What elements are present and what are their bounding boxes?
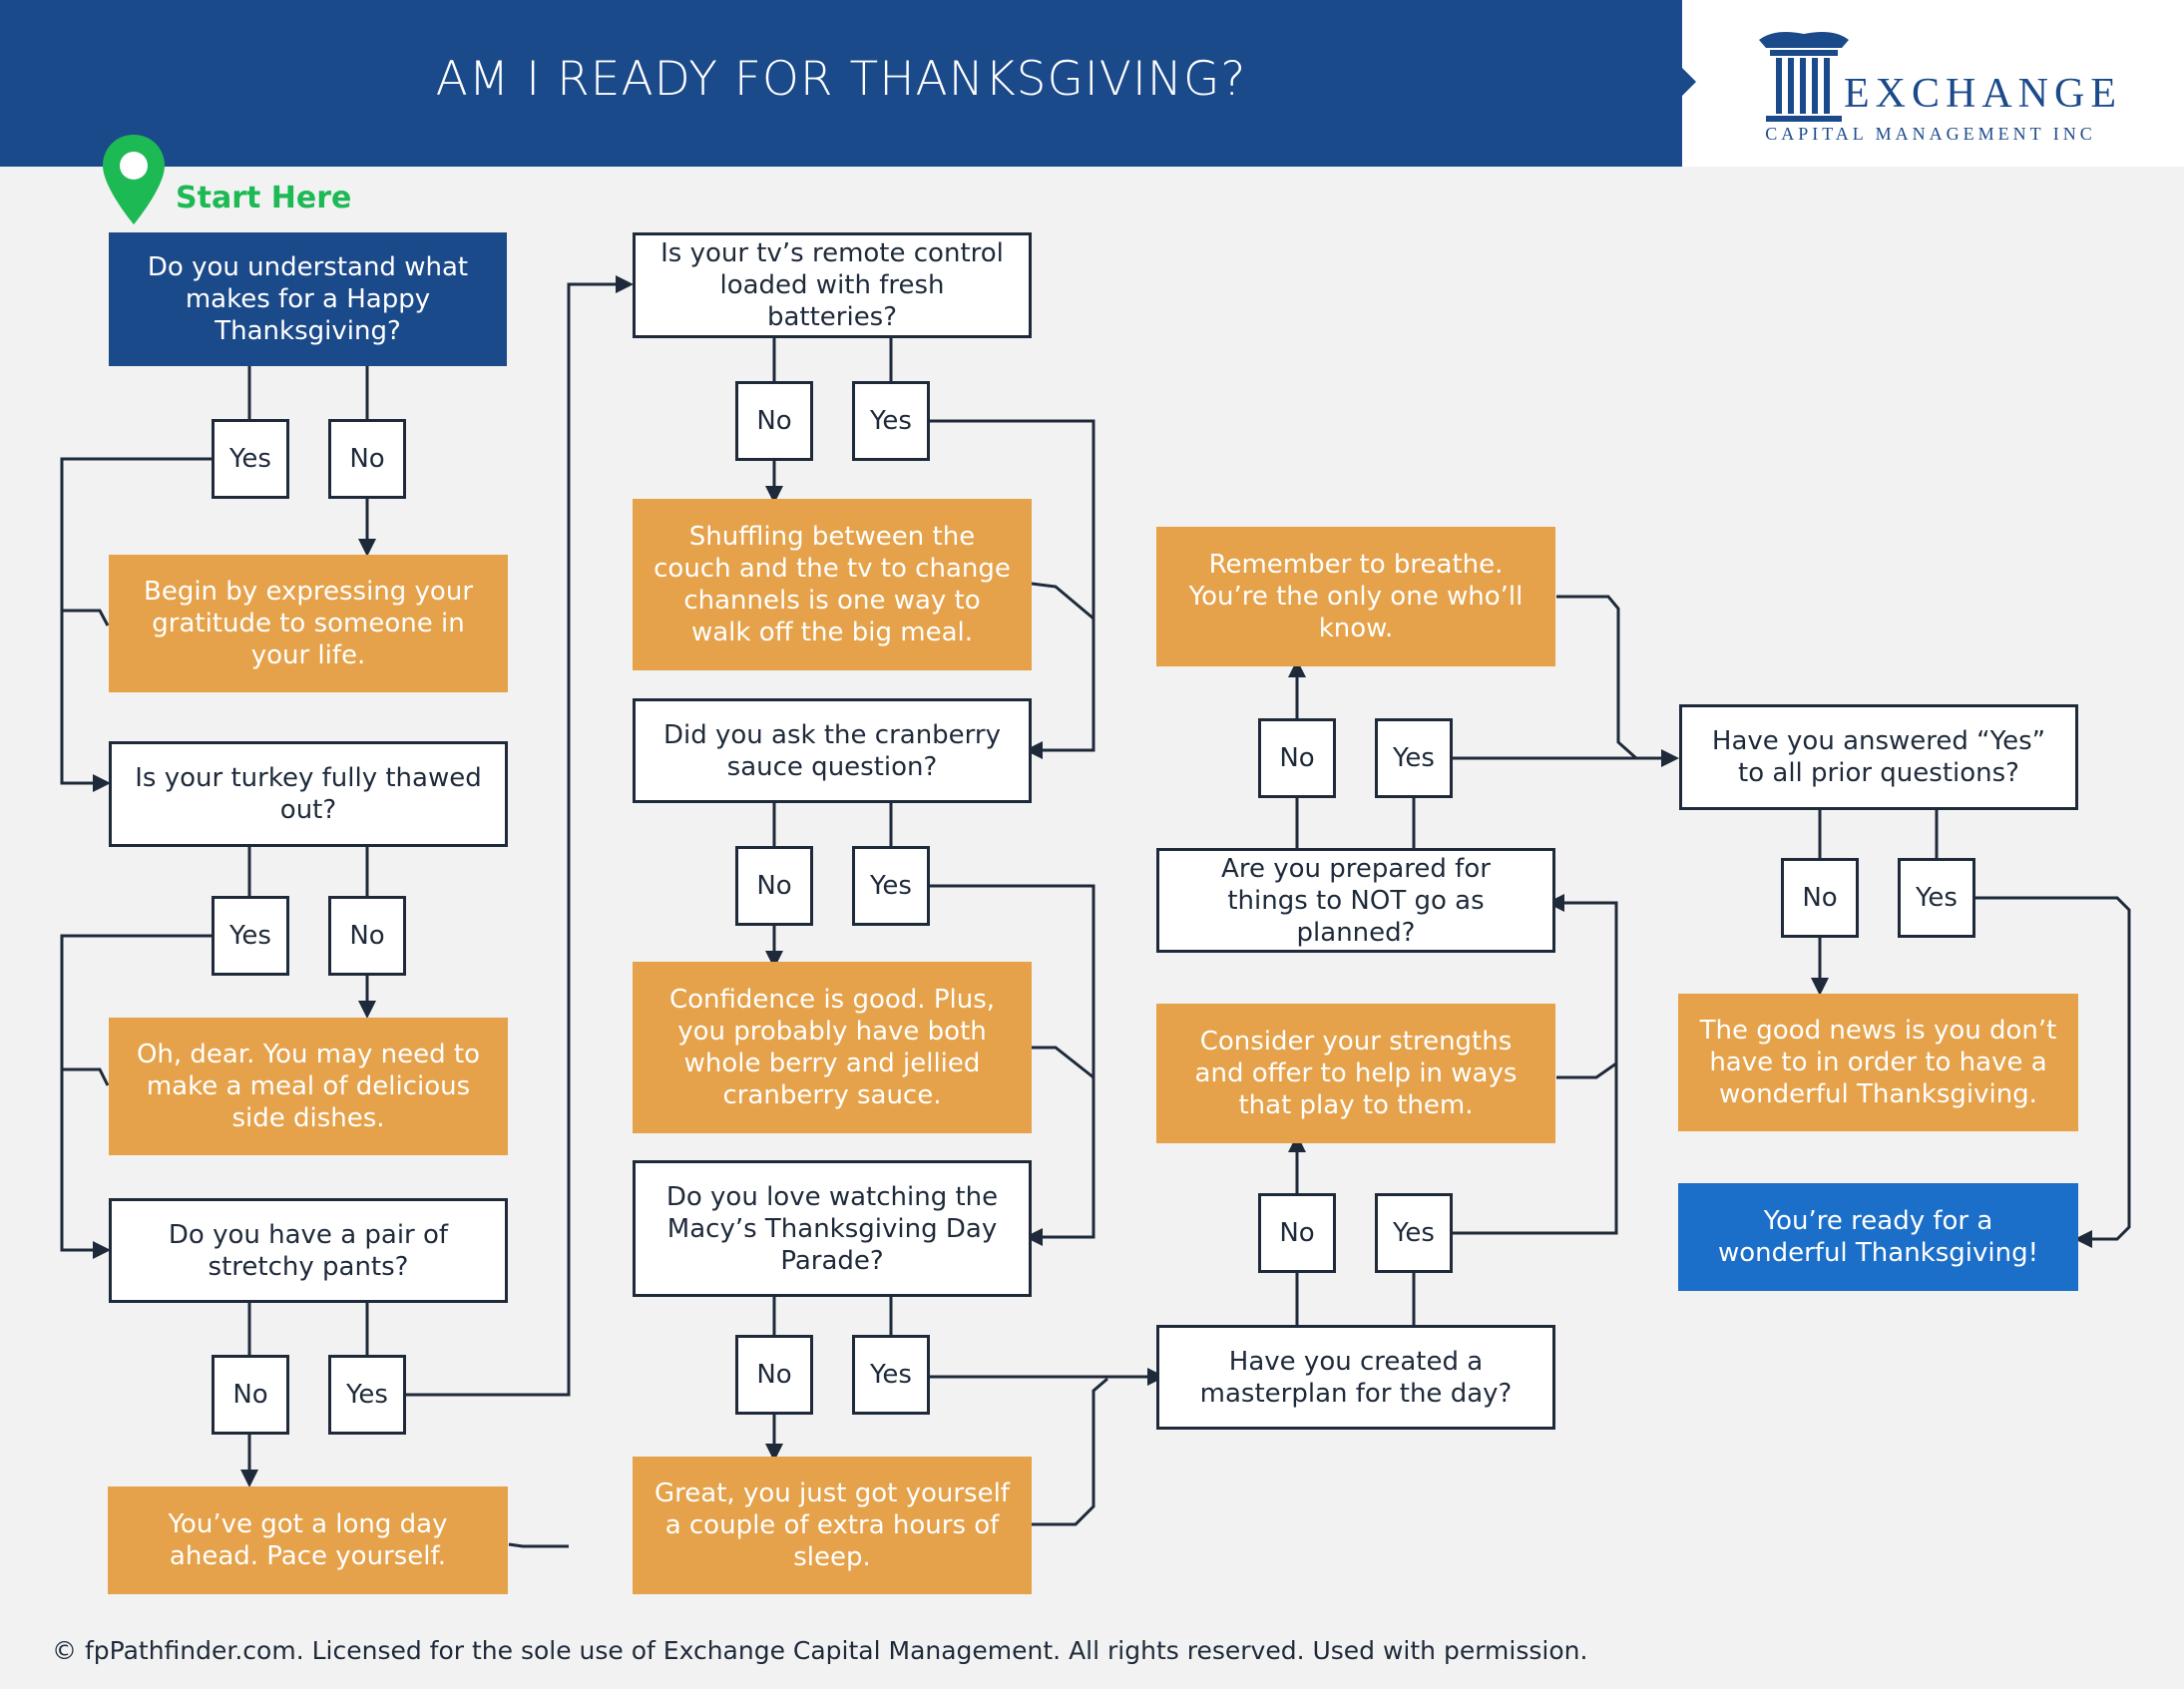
question-prepared-not-planned: Are you prepared for things to NOT go as… bbox=[1156, 848, 1555, 953]
footer-copyright: © fpPathfinder.com. Licensed for the sol… bbox=[52, 1636, 1588, 1665]
column-logo-icon bbox=[1759, 32, 1849, 122]
outcome-side-dishes: Oh, dear. You may need to make a meal of… bbox=[109, 1018, 508, 1155]
question-happy-thanksgiving: Do you understand what makes for a Happy… bbox=[109, 232, 507, 366]
outcome-good-news: The good news is you don’t have to in or… bbox=[1678, 994, 2078, 1131]
answer-no: No bbox=[212, 1355, 289, 1435]
question-macys-parade: Do you love watching the Macy’s Thanksgi… bbox=[633, 1160, 1032, 1297]
logo-name: EXCHANGE bbox=[1844, 71, 2122, 117]
question-stretchy-pants: Do you have a pair of stretchy pants? bbox=[109, 1198, 508, 1303]
outcome-remember-breathe: Remember to breathe. You’re the only one… bbox=[1156, 527, 1555, 666]
answer-yes: Yes bbox=[212, 419, 289, 499]
logo-panel bbox=[1682, 0, 2184, 167]
outcome-extra-sleep: Great, you just got yourself a couple of… bbox=[633, 1457, 1032, 1594]
outcome-walk-off-meal: Shuffling between the couch and the tv t… bbox=[633, 499, 1032, 670]
answer-no: No bbox=[1258, 718, 1336, 798]
answer-yes: Yes bbox=[852, 1335, 930, 1415]
answer-no: No bbox=[735, 846, 813, 926]
location-pin-icon bbox=[103, 135, 165, 224]
question-remote-batteries: Is your tv’s remote control loaded with … bbox=[633, 232, 1032, 338]
answer-no: No bbox=[735, 381, 813, 461]
outcome-long-day: You’ve got a long day ahead. Pace yourse… bbox=[108, 1486, 508, 1594]
answer-no: No bbox=[735, 1335, 813, 1415]
answer-yes: Yes bbox=[1375, 1193, 1453, 1273]
logo-subtitle: CAPITAL MANAGEMENT INC bbox=[1765, 124, 2096, 144]
answer-no: No bbox=[328, 896, 406, 976]
question-answered-yes-all: Have you answered “Yes” to all prior que… bbox=[1679, 704, 2078, 810]
answer-yes: Yes bbox=[1375, 718, 1453, 798]
header-bar bbox=[0, 0, 1682, 167]
answer-no: No bbox=[1258, 1193, 1336, 1273]
answer-yes: Yes bbox=[852, 381, 930, 461]
question-cranberry-sauce: Did you ask the cranberry sauce question… bbox=[633, 698, 1032, 803]
answer-yes: Yes bbox=[852, 846, 930, 926]
outcome-consider-strengths: Consider your strengths and offer to hel… bbox=[1156, 1004, 1555, 1143]
outcome-confidence: Confidence is good. Plus, you probably h… bbox=[633, 962, 1032, 1133]
answer-yes: Yes bbox=[1898, 858, 1975, 938]
question-turkey-thawed: Is your turkey fully thawed out? bbox=[109, 741, 508, 847]
outcome-express-gratitude: Begin by expressing your gratitude to so… bbox=[109, 555, 508, 692]
start-label: Start Here bbox=[176, 181, 352, 215]
answer-no: No bbox=[1781, 858, 1859, 938]
header-notch bbox=[1682, 68, 1696, 96]
answer-yes: Yes bbox=[212, 896, 289, 976]
page-title: AM I READY FOR THANKSGIVING? bbox=[435, 52, 1247, 107]
final-ready-wonderful: You’re ready for a wonderful Thanksgivin… bbox=[1678, 1183, 2078, 1291]
question-masterplan: Have you created a masterplan for the da… bbox=[1156, 1325, 1555, 1430]
answer-no: No bbox=[328, 419, 406, 499]
answer-yes: Yes bbox=[328, 1355, 406, 1435]
